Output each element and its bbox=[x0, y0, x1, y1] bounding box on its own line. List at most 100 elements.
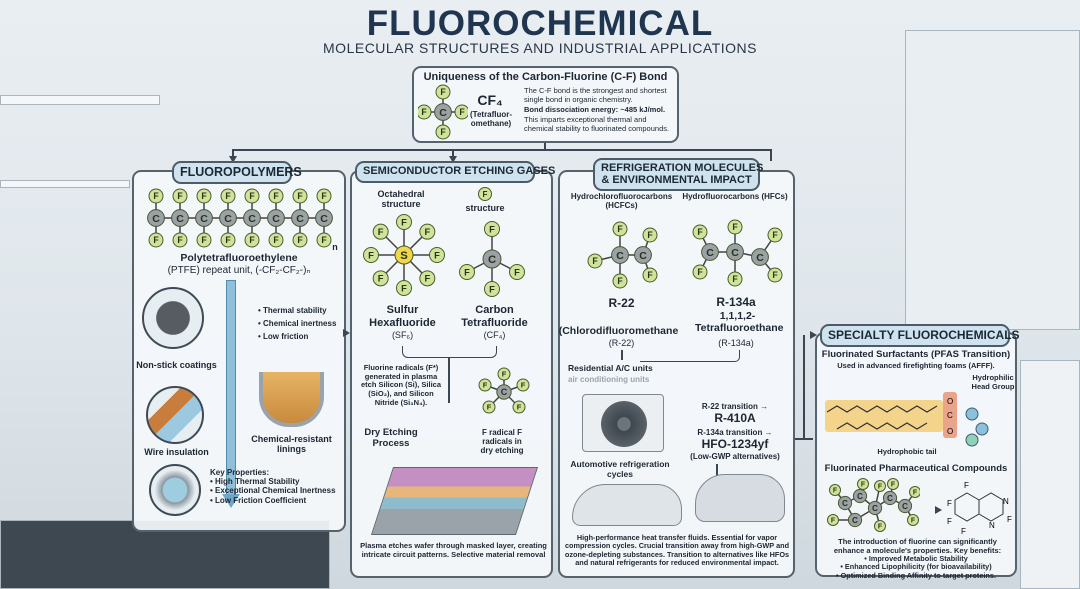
atom-label: C bbox=[200, 213, 208, 225]
key-1: • High Thermal Stability bbox=[210, 477, 300, 487]
sf6-name: Sulfur Hexafluoride bbox=[369, 304, 436, 329]
fluorine-atom bbox=[454, 104, 468, 120]
prop-2: • Chemical inertness bbox=[258, 319, 337, 329]
ring-1 bbox=[954, 492, 980, 522]
carbon-atom bbox=[897, 498, 913, 514]
page-title: FLUOROCHEMICAL bbox=[366, 4, 714, 43]
atom-label: F bbox=[502, 370, 507, 379]
fluorine-atom bbox=[509, 264, 525, 280]
c-atom: C bbox=[947, 411, 953, 420]
fluorine-atom bbox=[642, 267, 658, 283]
key-3: • Low Friction Coefficient bbox=[210, 495, 307, 505]
hfc-label: Hydrofluorocarbons (HFCs) bbox=[682, 192, 788, 201]
cf-bond-line3: This imparts exceptional thermal and che… bbox=[524, 115, 670, 133]
quin-f1: F bbox=[964, 481, 969, 490]
atom-label: F bbox=[464, 267, 470, 277]
atom-label: C bbox=[439, 107, 447, 119]
lab-shelf-left bbox=[0, 95, 160, 105]
fluorine-atom bbox=[482, 400, 496, 414]
fluorine-atom bbox=[907, 514, 919, 526]
cf4-formula: CF₄ bbox=[477, 92, 503, 108]
hfo-label: HFO-1234yf bbox=[701, 437, 769, 451]
atom-label: F bbox=[378, 227, 384, 237]
fluorine-atom bbox=[874, 520, 886, 532]
fluorine-atom bbox=[827, 514, 839, 526]
atom-label: F bbox=[772, 270, 778, 280]
atom-label: F bbox=[424, 227, 430, 237]
connector-car bbox=[716, 464, 718, 478]
f-atom-icon: F bbox=[478, 187, 492, 201]
fluorine-atom bbox=[767, 267, 783, 283]
prop-3: • Low friction bbox=[258, 332, 309, 342]
atom-label: F bbox=[592, 256, 598, 266]
fluorine-atom bbox=[829, 484, 841, 496]
carbon-atom bbox=[496, 384, 512, 400]
r410a-label: R-410A bbox=[714, 411, 756, 425]
connector-r22 bbox=[621, 350, 623, 360]
carbon-atom bbox=[147, 209, 165, 227]
atom-label: F bbox=[440, 127, 446, 137]
atom-label: F bbox=[489, 284, 495, 294]
atom-label: F bbox=[772, 230, 778, 240]
atom-label: F bbox=[514, 267, 520, 277]
fluorine-atom bbox=[874, 480, 886, 492]
tail-chain-2 bbox=[836, 422, 928, 430]
atom-label: F bbox=[517, 403, 522, 412]
fluorine-atom bbox=[148, 232, 164, 248]
carbon-atom bbox=[315, 209, 333, 227]
atom-label: F bbox=[434, 250, 440, 260]
fluorine-atom bbox=[642, 227, 658, 243]
fluorine-atom bbox=[244, 188, 260, 204]
dry-etching-label: Dry Etching Process bbox=[364, 427, 418, 449]
arrow-down-icon bbox=[449, 156, 457, 163]
quin-f4: F bbox=[961, 527, 966, 536]
fluorine-atom bbox=[478, 378, 492, 392]
fluorine-atom bbox=[857, 478, 869, 490]
ptfe-name: Polytetrafluoroethylene bbox=[180, 252, 298, 264]
head-group-2 bbox=[975, 422, 989, 436]
atom-label: C bbox=[706, 247, 714, 259]
head-group-label: Hydrophilic Head Group bbox=[971, 373, 1015, 391]
atom-label: C bbox=[488, 254, 496, 266]
carbon-atom bbox=[701, 243, 719, 261]
ac-fan-icon bbox=[601, 401, 647, 447]
cf4-formula-etch: (CF₄) bbox=[483, 330, 506, 340]
atom-label: F bbox=[225, 235, 231, 245]
bracket-drop bbox=[448, 358, 450, 403]
atom-label: C bbox=[857, 492, 863, 501]
atom-label: F bbox=[617, 276, 623, 286]
atom-label: F bbox=[225, 191, 231, 201]
carbon-atom bbox=[195, 209, 213, 227]
atom-label: F bbox=[891, 481, 895, 488]
wafer-image bbox=[370, 467, 539, 535]
fluorine-atom bbox=[435, 124, 451, 140]
head-group-3 bbox=[965, 433, 979, 447]
sulfur-atom bbox=[394, 245, 414, 265]
r134a-label: R-134a bbox=[716, 295, 756, 309]
octahedral-label: Octahedral structure bbox=[377, 189, 425, 210]
fluorine-atom bbox=[372, 223, 389, 240]
tail-label: Hydrophobic tail bbox=[877, 447, 937, 456]
cf4-name: (Tetrafluor-omethane) bbox=[470, 110, 513, 129]
atom-label: C bbox=[272, 213, 280, 225]
refrigeration-caption: High-performance heat transfer fluids. E… bbox=[564, 533, 790, 568]
r22-label: R-22 bbox=[608, 296, 635, 310]
atom-label: C bbox=[248, 213, 256, 225]
arrow-down-icon bbox=[222, 494, 240, 508]
fluorine-atom bbox=[418, 104, 432, 120]
carbon-atom bbox=[882, 490, 898, 506]
atom-label: F bbox=[732, 274, 738, 284]
fluorine-atom bbox=[727, 271, 743, 287]
quin-f2: F bbox=[947, 499, 952, 508]
cf-bond-title: Uniqueness of the Carbon-Fluorine (C-F) … bbox=[423, 71, 668, 83]
fluorine-atom bbox=[478, 187, 492, 201]
fluorine-atom bbox=[292, 188, 308, 204]
prop-1: • Thermal stability bbox=[258, 306, 327, 315]
lab-fume-hood bbox=[905, 30, 1080, 330]
atom-label: F bbox=[424, 274, 430, 284]
wire-insulation-image bbox=[146, 386, 204, 444]
atom-label: F bbox=[401, 283, 407, 293]
r22-transition: R-22 transition → bbox=[701, 402, 769, 411]
head-group-1 bbox=[965, 407, 979, 421]
